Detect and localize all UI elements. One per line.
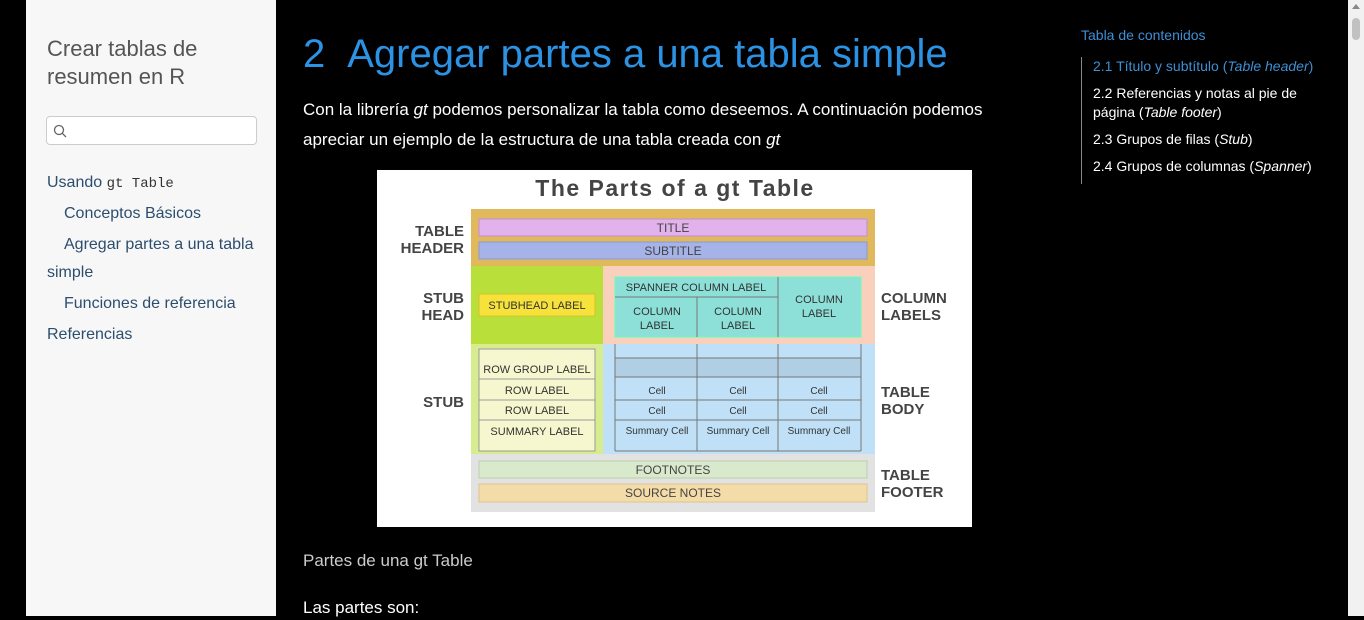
toc-entry-2-1[interactable]: 2.1 Título y subtítulo (Table header) — [1093, 57, 1323, 76]
toc-text: Título y subtítulo ( — [1116, 58, 1228, 74]
label-stub: STUB — [423, 394, 464, 411]
parts-intro: Las partes son: — [303, 598, 420, 617]
sidebar: Crear tablas de resumen en R Usando gt T… — [26, 0, 276, 616]
toc-em: Spanner — [1254, 158, 1308, 174]
label-table-footer-2: FOOTER — [881, 484, 944, 501]
figure-title: The Parts of a gt Table — [535, 175, 814, 201]
intro-paragraph: Con la librería gt podemos personalizar … — [303, 95, 1023, 155]
cell: Cell — [648, 386, 665, 397]
stubhead-label-box — [478, 293, 596, 317]
column-label-2-line1: COLUMN — [714, 306, 762, 318]
scroll-up-icon[interactable] — [1352, 4, 1360, 9]
cell: Cell — [810, 386, 827, 397]
toc-num: 2.2 — [1093, 85, 1113, 101]
toc-entry-2-3[interactable]: 2.3 Grupos de filas (Stub) — [1093, 130, 1323, 149]
toc-end: ) — [1307, 158, 1312, 174]
label-column-labels-1: COLUMN — [881, 290, 947, 307]
label-column-labels-2: LABELS — [881, 307, 941, 324]
label-table-body-1: TABLE — [881, 384, 930, 401]
column-label-1-line1: COLUMN — [633, 306, 681, 318]
footnotes-label: FOOTNOTES — [636, 463, 711, 477]
main-content: 2 Agregar partes a una tabla simple Con l… — [276, 0, 1076, 617]
window-left-edge — [0, 0, 26, 616]
stubhead-label: STUBHEAD LABEL — [488, 300, 585, 312]
sidebar-item-code: gt Table — [106, 176, 174, 192]
para-text: Con la librería — [303, 100, 414, 119]
label-table-header-1: TABLE — [415, 223, 464, 240]
label-stub-head-2: HEAD — [421, 307, 464, 324]
cell: Cell — [810, 406, 827, 417]
section-title: Agregar partes a una tabla simple — [347, 32, 948, 76]
label-stub-head-1: STUB — [423, 290, 464, 307]
spanner-label: SPANNER COLUMN LABEL — [626, 282, 766, 294]
subtitle-bar — [478, 241, 868, 260]
toc-em: Table header — [1227, 58, 1309, 74]
scrollbar-thumb[interactable] — [1352, 18, 1360, 40]
cell: Cell — [648, 406, 665, 417]
column-label-2-line2: LABEL — [721, 320, 755, 332]
toc-end: ) — [1217, 104, 1222, 120]
row-group-hatch — [614, 357, 862, 378]
toc-num: 2.1 — [1093, 58, 1113, 74]
summary-label: SUMMARY LABEL — [490, 426, 583, 438]
label-table-header-2: HEADER — [401, 240, 465, 257]
gt-table-parts-figure: The Parts of a gt Table TITLE SUBTITLE S… — [377, 170, 972, 527]
row-label-2: ROW LABEL — [505, 405, 569, 417]
row-label-1: ROW LABEL — [505, 385, 569, 397]
subtitle-bar-label: SUBTITLE — [644, 244, 701, 258]
title-bar-label: TITLE — [657, 221, 690, 235]
sidebar-item-agregar-partes[interactable]: Agregar partes a una tabla simple — [47, 236, 254, 281]
toc-text: Grupos de filas ( — [1116, 131, 1220, 147]
source-notes-bar — [478, 483, 868, 503]
sidebar-item-usando-gt-table[interactable]: Usando gt Table — [47, 169, 262, 198]
para-text: podemos personalizar la tabla como desee… — [303, 100, 983, 149]
cell: Cell — [729, 406, 746, 417]
row-group-label: ROW GROUP LABEL — [483, 364, 590, 376]
site-title[interactable]: Crear tablas de resumen en R — [47, 36, 198, 89]
table-of-contents: Tabla de contenidos 2.1 Título y subtítu… — [1081, 25, 1321, 184]
column-labels-inner — [614, 276, 862, 338]
toc-list: 2.1 Título y subtítulo (Table header) 2.… — [1081, 57, 1323, 184]
para-emphasis: gt — [413, 100, 428, 119]
toc-entry-2-2[interactable]: 2.2 Referencias y notas al pie de página… — [1093, 84, 1323, 122]
summary-cell: Summary Cell — [788, 426, 851, 437]
figure-caption: Partes de una gt Table — [303, 551, 473, 570]
search-input[interactable] — [46, 116, 257, 145]
summary-cell: Summary Cell — [626, 426, 689, 437]
column-label-3-line1: COLUMN — [795, 294, 843, 306]
label-table-body-2: BODY — [881, 401, 924, 418]
sidebar-item-funciones-de-referencia[interactable]: Funciones de referencia — [64, 295, 236, 312]
toc-entry-2-4[interactable]: 2.4 Grupos de columnas (Spanner) — [1093, 157, 1323, 176]
cell: Cell — [729, 386, 746, 397]
gt-parts-diagram: The Parts of a gt Table TITLE SUBTITLE S… — [401, 175, 947, 512]
summary-cell: Summary Cell — [707, 426, 770, 437]
toc-end: ) — [1247, 131, 1253, 147]
toc-text: Referencias y notas al pie de página ( — [1093, 85, 1297, 120]
column-label-3-line2: LABEL — [802, 308, 836, 320]
toc-num: 2.3 — [1093, 131, 1113, 147]
toc-title: Tabla de contenidos — [1081, 27, 1206, 43]
section-heading: 2 Agregar partes a una tabla simple — [303, 26, 948, 82]
toc-text: Grupos de columnas ( — [1116, 158, 1255, 174]
toc-num: 2.4 — [1093, 158, 1113, 174]
toc-em: Table footer — [1143, 104, 1218, 120]
sidebar-item-referencias[interactable]: Referencias — [47, 326, 133, 343]
footnotes-bar — [478, 460, 868, 479]
label-table-footer-1: TABLE — [881, 467, 930, 484]
toc-end: ) — [1308, 58, 1314, 74]
source-notes-label: SOURCE NOTES — [625, 486, 721, 500]
toc-em: Stub — [1219, 131, 1248, 147]
sidebar-item-conceptos-basicos[interactable]: Conceptos Básicos — [64, 205, 201, 222]
para-emphasis: gt — [766, 130, 781, 149]
section-number: 2 — [303, 32, 326, 76]
column-label-1-line2: LABEL — [640, 320, 674, 332]
title-bar — [478, 218, 868, 237]
page-scrollbar[interactable] — [1348, 0, 1364, 616]
sidebar-item-label: Usando — [47, 174, 107, 191]
search-icon — [53, 124, 67, 138]
